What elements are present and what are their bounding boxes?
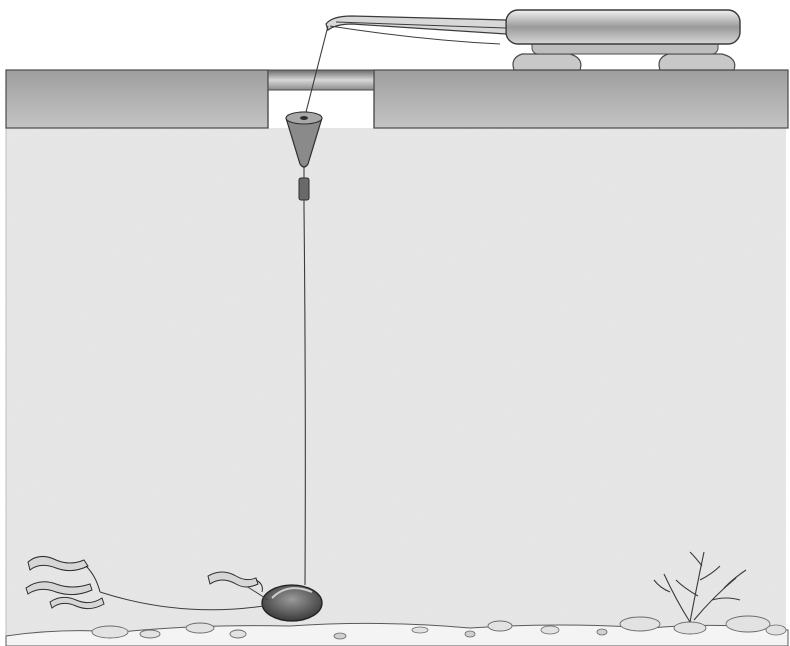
pebble (766, 625, 786, 635)
pebble (726, 616, 770, 632)
pebble (140, 630, 160, 638)
sinker-body (262, 585, 322, 621)
pebble (674, 622, 706, 634)
pebble (334, 633, 346, 639)
ice-slab-right (374, 70, 788, 128)
pebble (186, 623, 214, 633)
rod-handle (506, 10, 740, 44)
pebble (541, 626, 559, 634)
sinker-icon (262, 585, 322, 621)
pebble (597, 629, 607, 635)
ice-hole-icon (268, 70, 374, 90)
water-texture (6, 128, 786, 638)
pebble (620, 617, 660, 631)
rod-right-foot (659, 54, 735, 70)
swivel-body (299, 178, 309, 200)
pebble (465, 631, 475, 637)
pebble (92, 626, 128, 638)
ice-slab-left (6, 70, 268, 128)
pebble (230, 630, 246, 638)
float-hole (300, 116, 308, 120)
ice-layer (6, 70, 788, 128)
pebble (488, 621, 512, 631)
pebble (412, 627, 428, 633)
rod-left-foot (513, 54, 581, 70)
fishing-rod-icon (326, 10, 740, 70)
